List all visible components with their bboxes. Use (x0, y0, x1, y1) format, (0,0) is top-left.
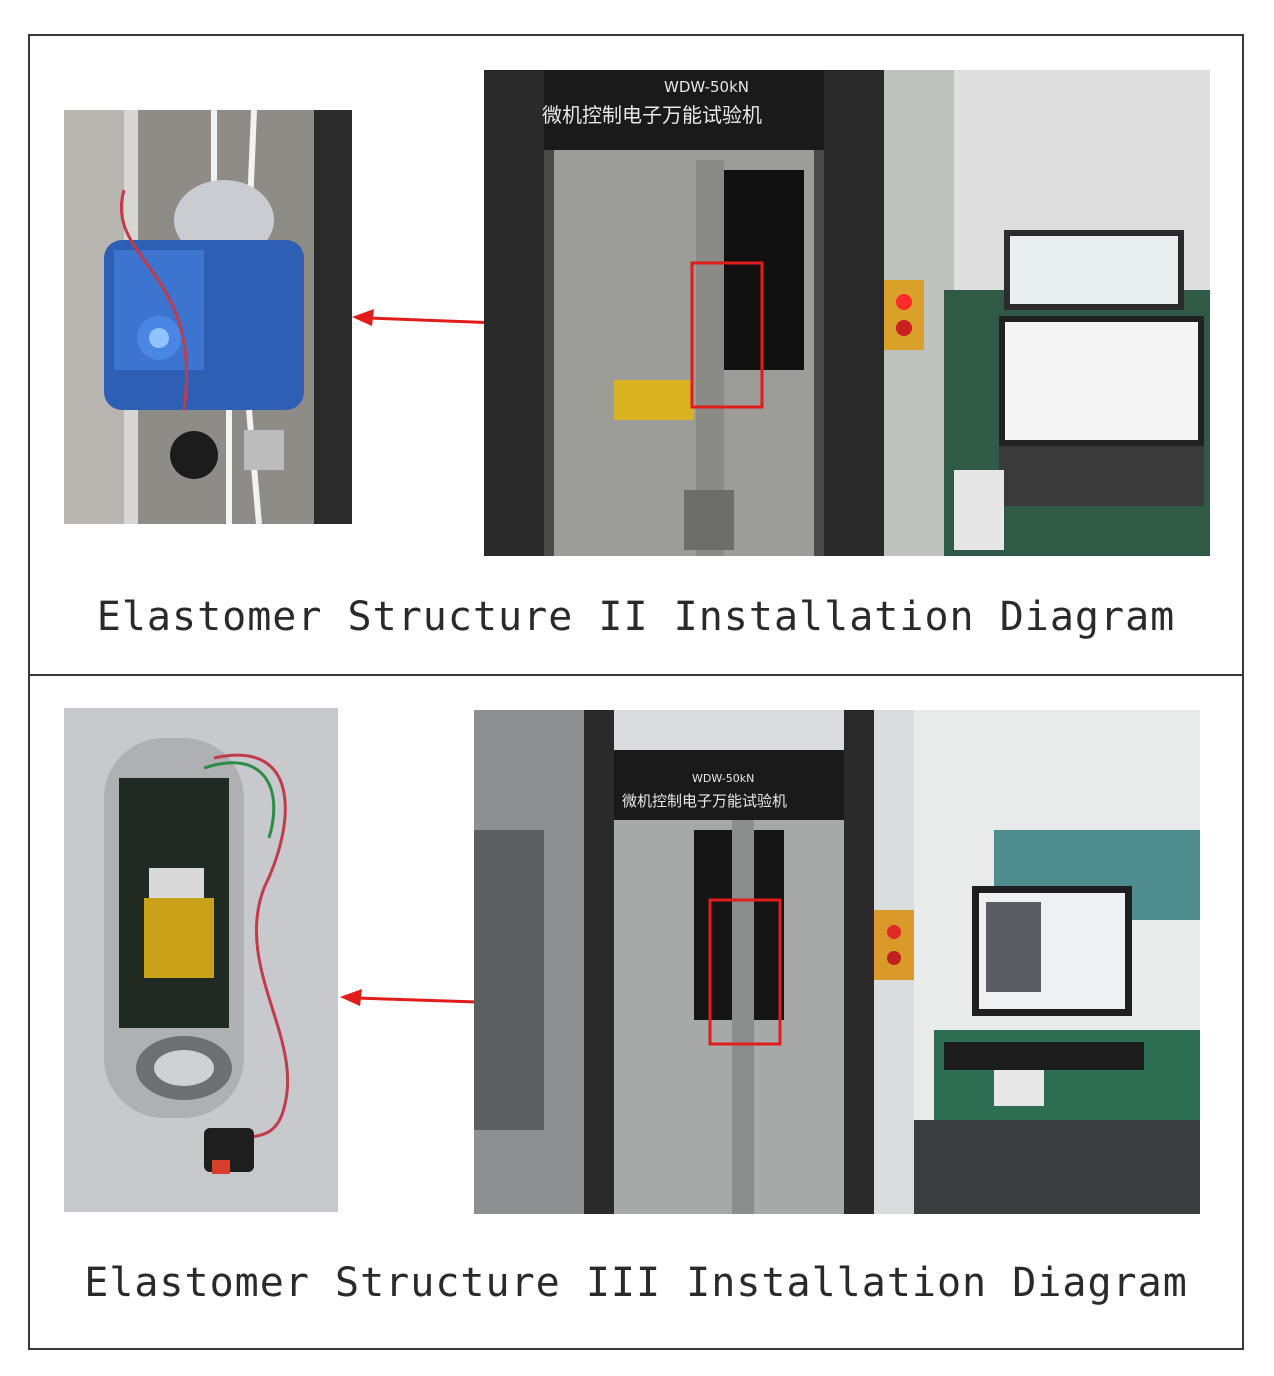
sensor-closeup-photo-ii (64, 110, 352, 524)
machine-model-label-iii: WDW-50kN (692, 772, 754, 785)
caption-structure-iii: Elastomer Structure III Installation Dia… (84, 1260, 1188, 1306)
testing-machine-photo-ii: WDW-50kN 微机控制电子万能试验机 (484, 70, 1210, 556)
figure-frame: WDW-50kN 微机控制电子万能试验机 Elastomer Structure… (28, 34, 1244, 1350)
highlight-box-ii (690, 261, 764, 409)
panel-divider (30, 674, 1242, 676)
machine-name-label-iii: 微机控制电子万能试验机 (622, 792, 787, 810)
highlight-box-iii (708, 898, 782, 1046)
caption-structure-ii: Elastomer Structure II Installation Diag… (96, 594, 1176, 640)
sensor-closeup-photo-iii (64, 708, 338, 1212)
machine-model-label-ii: WDW-50kN (664, 78, 749, 96)
panel-structure-ii: WDW-50kN 微机控制电子万能试验机 Elastomer Structure… (30, 36, 1242, 674)
panel-structure-iii: WDW-50kN 微机控制电子万能试验机 Elastomer Structure… (30, 676, 1242, 1350)
testing-machine-photo-iii: WDW-50kN 微机控制电子万能试验机 (474, 710, 1200, 1214)
machine-name-label-ii: 微机控制电子万能试验机 (542, 103, 762, 127)
